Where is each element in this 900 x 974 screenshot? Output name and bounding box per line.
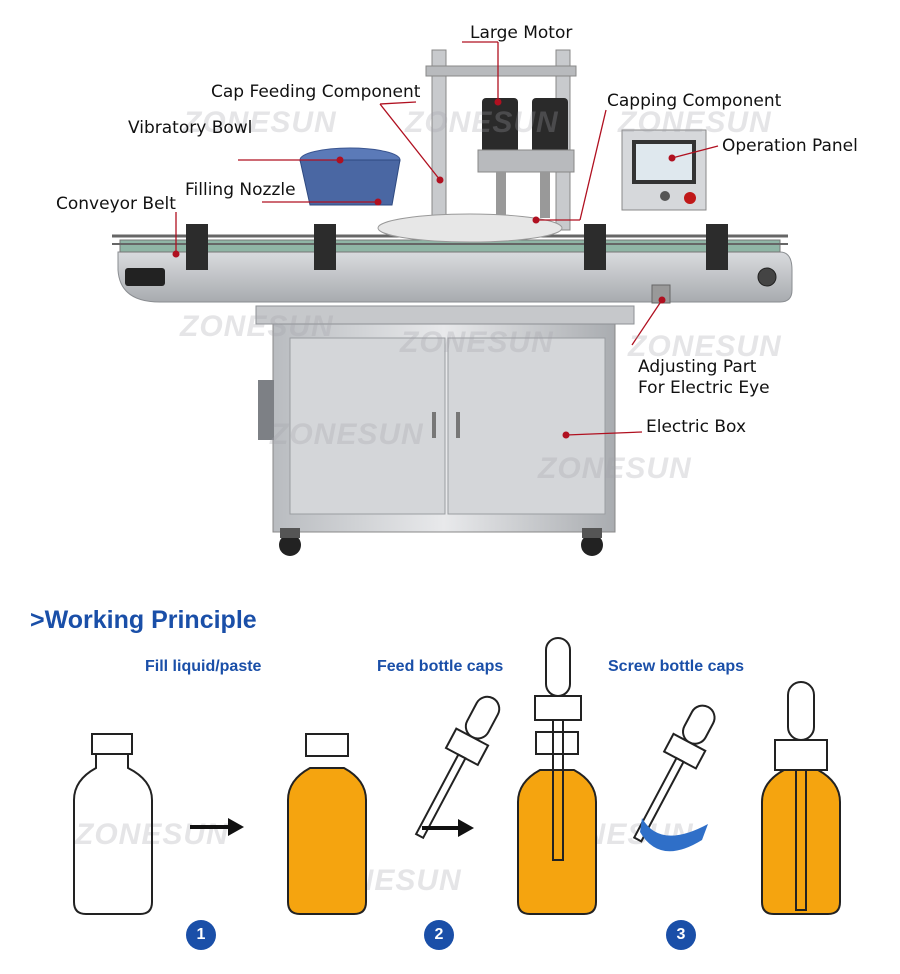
label-filling-nozzle: Filling Nozzle — [185, 180, 296, 200]
wheel-left — [279, 534, 301, 556]
arrow-2 — [422, 819, 474, 837]
motor-2 — [532, 98, 568, 154]
rotate-arrow — [640, 818, 708, 852]
machine-illustration — [112, 41, 793, 556]
bottle-empty — [73, 733, 153, 915]
wheel-right — [581, 534, 603, 556]
label-electric-box: Electric Box — [646, 417, 746, 437]
label-conveyor-belt: Conveyor Belt — [56, 194, 176, 214]
watermark: ZONESUN — [618, 106, 772, 139]
dropper-cap-2 — [632, 704, 716, 843]
label-electric-eye: For Electric Eye — [638, 378, 770, 398]
label-cap-feeding: Cap Feeding Component — [211, 82, 421, 102]
watermark: ZONESUN — [538, 452, 692, 485]
label-capping: Capping Component — [607, 91, 782, 111]
step-number-1: 1 — [186, 920, 216, 950]
step-number-3: 3 — [666, 920, 696, 950]
step-label-2: Feed bottle caps — [377, 658, 504, 675]
label-adjusting-part: Adjusting Part — [638, 357, 757, 377]
label-vibratory-bowl: Vibratory Bowl — [128, 118, 253, 138]
label-operation-panel: Operation Panel — [722, 136, 858, 156]
watermark: ZONESUN — [400, 326, 554, 359]
step-number-2: 2 — [424, 920, 454, 950]
bottle-capped — [761, 681, 841, 915]
step-label-3: Screw bottle caps — [608, 658, 745, 675]
watermark: ZONESUN — [183, 106, 337, 139]
dropper-cap-1 — [414, 695, 501, 840]
motor-1 — [482, 98, 518, 154]
section-title: >Working Principle — [30, 606, 257, 634]
watermark: ZONESUN — [405, 106, 559, 139]
arrow-1 — [190, 818, 244, 836]
bottle-with-dropper — [517, 637, 597, 915]
watermark: ZONESUN — [270, 418, 424, 451]
watermark: ZONESUN — [180, 310, 334, 343]
conveyor — [117, 251, 793, 303]
bottle-filled — [287, 733, 367, 915]
watermark: ZONESUN — [628, 330, 782, 363]
step-label-1: Fill liquid/paste — [145, 658, 262, 675]
label-large-motor: Large Motor — [470, 23, 573, 43]
